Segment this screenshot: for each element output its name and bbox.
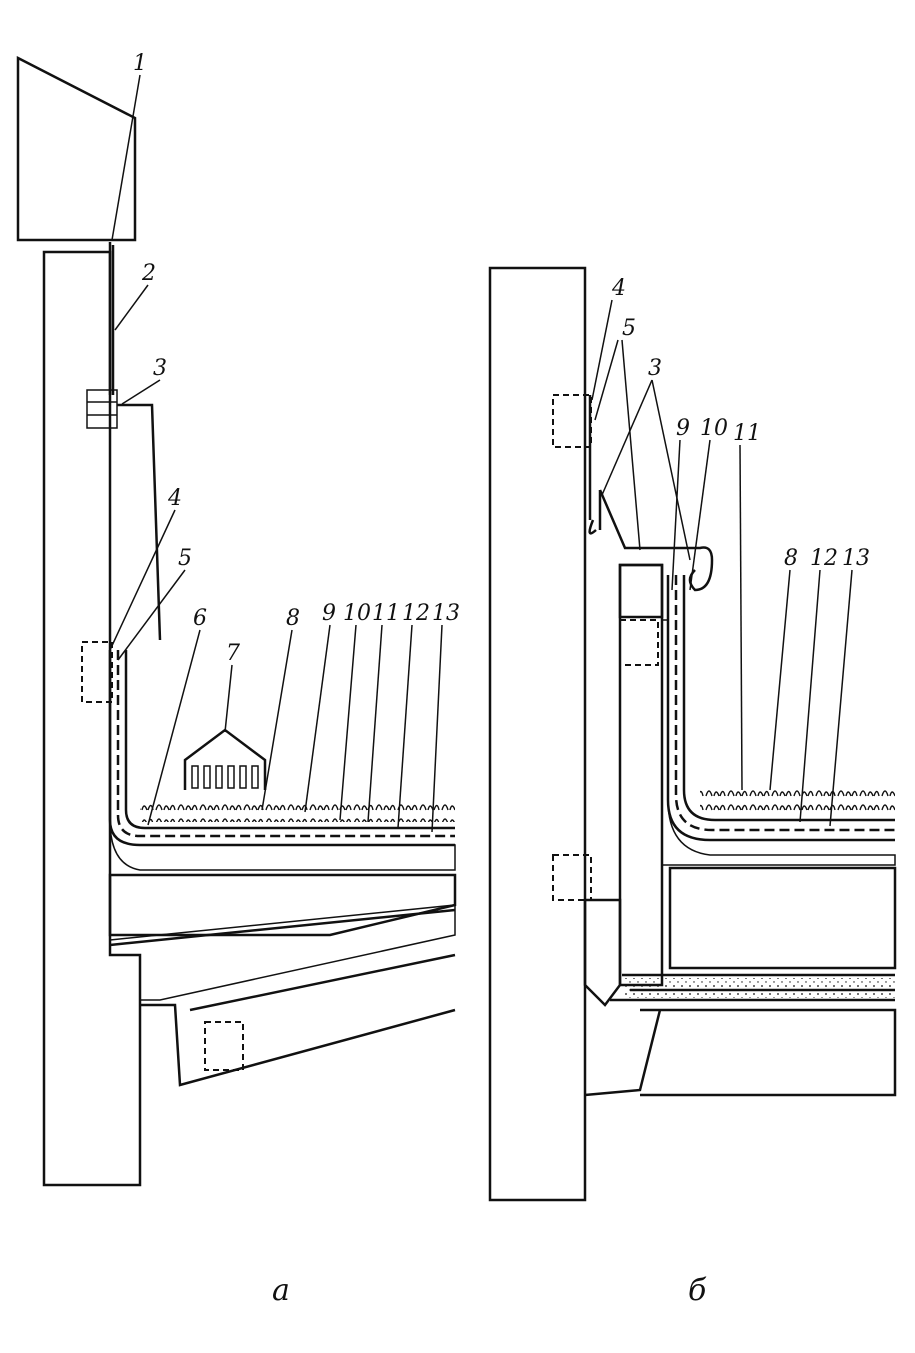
leaders-a [109, 74, 443, 833]
screed-fillet-a [109, 819, 456, 871]
callout-b-11: 11 [733, 421, 761, 446]
callout-a-5: 5 [178, 546, 192, 571]
callout-a-13: 13 [432, 601, 460, 626]
callout-b-10: 10 [700, 416, 728, 441]
aerator [183, 728, 267, 790]
callout-b-3: 3 [648, 356, 662, 381]
callout-a-1: 1 [133, 51, 147, 76]
detail-a: 1 2 3 4 5 6 7 8 9 10 11 12 13 а [16, 51, 460, 1308]
anchor-dashed-a [81, 641, 113, 703]
callout-a-2: 2 [141, 261, 156, 286]
beam-a [140, 1003, 456, 1087]
screed-fillet-b [661, 619, 896, 866]
roof-slab-a [109, 904, 456, 1001]
fixing-block [86, 389, 118, 429]
parapet-cap [16, 55, 137, 242]
callout-b-13: 13 [842, 546, 870, 571]
gravel-layer-b [700, 790, 895, 814]
callout-a-9: 9 [322, 601, 336, 626]
coping-beam-b [618, 563, 664, 619]
anchor-dashed-b2 [619, 619, 659, 666]
callout-b-12: 12 [810, 546, 838, 571]
caption-b: б [688, 1273, 707, 1308]
callout-a-10: 10 [343, 601, 371, 626]
callout-a-3: 3 [153, 356, 167, 381]
flashing-b [588, 395, 714, 592]
callout-b-5: 5 [622, 316, 636, 341]
callout-a-4: 4 [167, 486, 182, 511]
insulation-b [668, 866, 897, 970]
callout-b-9: 9 [676, 416, 690, 441]
callout-b-4: 4 [611, 276, 626, 301]
insulation-under-b [583, 898, 622, 1007]
beam-bolt-a [204, 1021, 244, 1071]
apron-flashing [108, 242, 115, 395]
gravel-layer-a [140, 800, 455, 822]
inner-column-b [618, 563, 664, 987]
leaders-b [591, 299, 853, 827]
aerator-slots [191, 765, 259, 789]
callout-a-6: 6 [193, 606, 207, 631]
caption-a: а [272, 1273, 290, 1308]
anchor-dashed-b3 [552, 854, 592, 901]
callout-b-8: 8 [784, 546, 798, 571]
callout-a-8: 8 [286, 606, 300, 631]
slab-layer-b [625, 978, 895, 998]
parapet-wall-b [488, 266, 587, 1202]
beam-b [584, 1008, 897, 1097]
detail-b: 4 5 3 9 10 11 8 12 13 б [488, 266, 897, 1308]
callout-a-12: 12 [402, 601, 430, 626]
insulation-a [108, 873, 457, 937]
callout-a-7: 7 [226, 641, 240, 666]
callout-a-11: 11 [372, 601, 400, 626]
